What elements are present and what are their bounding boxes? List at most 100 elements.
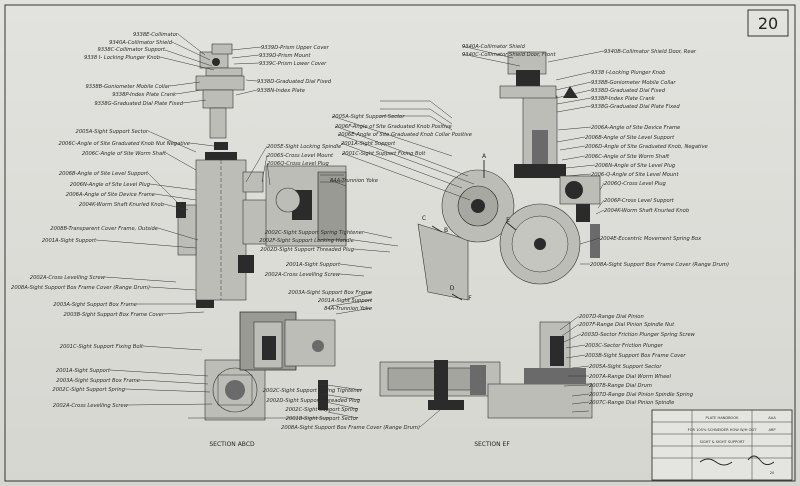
- part-label: 2006A-Angle of Site Device Frame: [591, 125, 680, 131]
- part-label: 2007D-Range Dial Pinion: [579, 314, 644, 320]
- part-label: 2001A-Sight Support: [56, 368, 111, 374]
- section-plane-mark: D: [450, 285, 455, 292]
- title-block-ref: AAA: [768, 416, 776, 420]
- part-label: 9339D-Prism Mount: [259, 53, 311, 59]
- part-label: 2003B-Sight Support Box Frame Cover: [63, 312, 164, 318]
- part-label: 9340B-Collimator Shield Door, Rear: [604, 49, 697, 55]
- part-label: 2002C-Sight Support Spring: [285, 407, 358, 413]
- part-label: 2001A-Sight Support: [341, 141, 396, 147]
- part-label: 9338N-Index Plate: [257, 88, 305, 94]
- part-label: 2006N-Angle of Site Level Plug: [595, 163, 676, 169]
- section-plane-mark: B: [444, 227, 448, 234]
- sheet-number: 20: [758, 14, 778, 33]
- part-label: 2004K-Worm Shaft Knurled Knob: [79, 202, 165, 208]
- section-abcd-drawing: [188, 311, 336, 421]
- part-label: 84A-Trunnion Yoke: [324, 306, 372, 312]
- title-block-line3: SIGHT & SIGHT SUPPORT: [700, 440, 746, 444]
- part-label: 2004K-Worm Shaft Knurled Knob: [604, 208, 690, 214]
- part-label: 2006S-Cross Level Mount: [267, 153, 334, 159]
- part-label: 9338B-Goniometer Mobile Collar: [85, 84, 170, 90]
- part-label: 2006N-Angle of Site Level Plug: [70, 182, 151, 188]
- part-label: 9338B-Goniometer Mobile Collar: [591, 80, 676, 86]
- part-label: 2007C-Range Dial Pinion Spindle: [589, 400, 674, 406]
- part-label: 9340C-Collimator Shield Door, Front: [462, 52, 557, 58]
- part-label: 2007B-Range Dial Drum: [589, 383, 652, 389]
- part-label: 2006C-Angle of Site Graduated Knob Nut N…: [58, 141, 190, 147]
- part-label: 2001C-Sight Support Fixing Bolt: [60, 344, 144, 350]
- part-label: 2002C-Sight Support Spring Tightener: [263, 388, 363, 394]
- part-label: 9340A-Collimator Shield: [109, 40, 173, 46]
- part-label: 2006-Q-Angle of Site Level Mount: [591, 172, 679, 178]
- part-label: 2005E-Sight Locking Spindle: [267, 144, 341, 150]
- title-block-ref2: ARP: [768, 428, 776, 432]
- signature-right: [747, 455, 775, 465]
- part-label: 9338E-Collimator: [133, 32, 179, 38]
- part-label: 2002C-Sight Support Spring: [52, 387, 125, 393]
- part-label: 2006A-Angle of Site Device Frame: [66, 192, 155, 198]
- section-plane-mark: C: [422, 215, 426, 222]
- center-right-assembly: [417, 51, 601, 301]
- part-label: 2002A-Cross Levelling Screw: [30, 275, 106, 281]
- part-label: 2007A-Range Dial Worm Wheel: [589, 374, 671, 380]
- part-label: 9339D-Prism Upper Cover: [261, 45, 330, 51]
- part-label: 2006Q-Cross Level Plug: [267, 161, 330, 167]
- part-label: 2007D-Range Dial Pinion Spindle Spring: [589, 392, 694, 398]
- part-label: 2005A-Sight Support Sector: [332, 114, 405, 120]
- section-plane-mark: F: [468, 295, 472, 302]
- section-plane-mark: E: [506, 217, 510, 224]
- part-label: 9339C-Prism Lower Cover: [259, 61, 327, 67]
- part-label: 9338 I-Locking Plunger Knob: [591, 70, 666, 76]
- title-block: [651, 409, 793, 481]
- part-label: 84A-Trunnion Yoke: [330, 178, 378, 184]
- title-block-line2: FOR 105% SCHNEIDER HOW W/H ODT: [688, 428, 758, 432]
- part-label: 2006C-Angle of Site Worm Shaft: [82, 151, 167, 157]
- part-label: 2003B-Sight Support Box Frame Cover: [585, 353, 686, 359]
- part-label: 2005A-Sight Support Sector: [76, 129, 149, 135]
- part-label: 9338P-Index Plate Crank: [591, 96, 656, 102]
- part-label: 2006B-Angle of Site Level Support: [585, 135, 675, 141]
- part-label: 9338 I- Locking Plunger Knob: [84, 55, 161, 61]
- part-label: 2006Q-Cross Level Plug: [604, 181, 667, 187]
- part-label: 2002A-Cross Levelling Screw: [265, 272, 341, 278]
- sheet-number-box: [747, 9, 789, 37]
- part-label: 2002A-Cross Levelling Screw: [53, 403, 129, 409]
- part-label: 2005A-Sight Support Sector: [589, 364, 662, 370]
- section-ef-drawing: [379, 321, 593, 419]
- part-label: 2006D-Angle of Site Graduated Knob, Nega…: [585, 144, 708, 150]
- part-label: 2008A-Sight Support Box Frame Cover (Ran…: [281, 425, 420, 431]
- section-abcd-label: SECTION ABCD: [209, 441, 255, 448]
- part-label: 2001A-Sight Support: [286, 262, 341, 268]
- part-label: 2008B-Transparent Cover Frame, Outside: [50, 226, 158, 232]
- part-label: 9338D-Graduated Dial Fixed: [591, 88, 666, 94]
- title-block-sheet-no: 20: [770, 471, 775, 475]
- part-label: 2008A-Sight Support Box Frame Cover (Ran…: [590, 262, 729, 268]
- part-label: 2002D-Sight Support Threaded Plug: [260, 247, 354, 253]
- part-label: 2006F-Angle of Site Graduated Knob Posit…: [335, 124, 452, 130]
- part-label: 2008A-Sight Support Box Frame Cover (Ran…: [11, 285, 150, 291]
- part-label: 2003D-Sector Friction Plunger Spring Scr…: [581, 332, 696, 338]
- part-label: 2003A-Sight Support Box Frame: [53, 302, 137, 308]
- part-label: 2002D-Sight Support Threaded Plug: [266, 398, 360, 404]
- part-label: 2003C-Sector Friction Plunger: [585, 343, 664, 349]
- part-label: 2006B-Angle of Site Level Support: [59, 171, 149, 177]
- part-label: 2004E-Eccentric Movement Spring Box: [600, 236, 702, 242]
- part-label: 2003A-Sight Support Box Frame: [56, 378, 140, 384]
- part-label: 9338C-Collimator Support: [97, 47, 166, 53]
- section-ef-label: SECTION EF: [474, 441, 510, 448]
- section-plane-mark: A: [482, 153, 487, 160]
- part-label: 2001A-Sight Support: [42, 238, 97, 244]
- part-label: 9338D-Graduated Dial Fixed: [257, 79, 332, 85]
- part-label: 2001B-Sight Support Sector: [286, 416, 359, 422]
- part-label: 9338P-Index Plate Crank: [112, 92, 177, 98]
- signature-left: [699, 458, 733, 466]
- sheet-border: [4, 4, 796, 482]
- part-label: 2002C-Sight Support Spring Tightener: [265, 230, 365, 236]
- part-label: 2001A-Sight Support: [318, 298, 373, 304]
- part-label: 2002F-Sight Support Locking Handle: [259, 238, 354, 244]
- part-label: 9338G-Graduated Dial Plate Fixed: [591, 104, 680, 110]
- part-label: 9340A-Collimator Shield: [462, 44, 526, 50]
- title-block-line1: PLATE HANDBOOK: [705, 416, 739, 420]
